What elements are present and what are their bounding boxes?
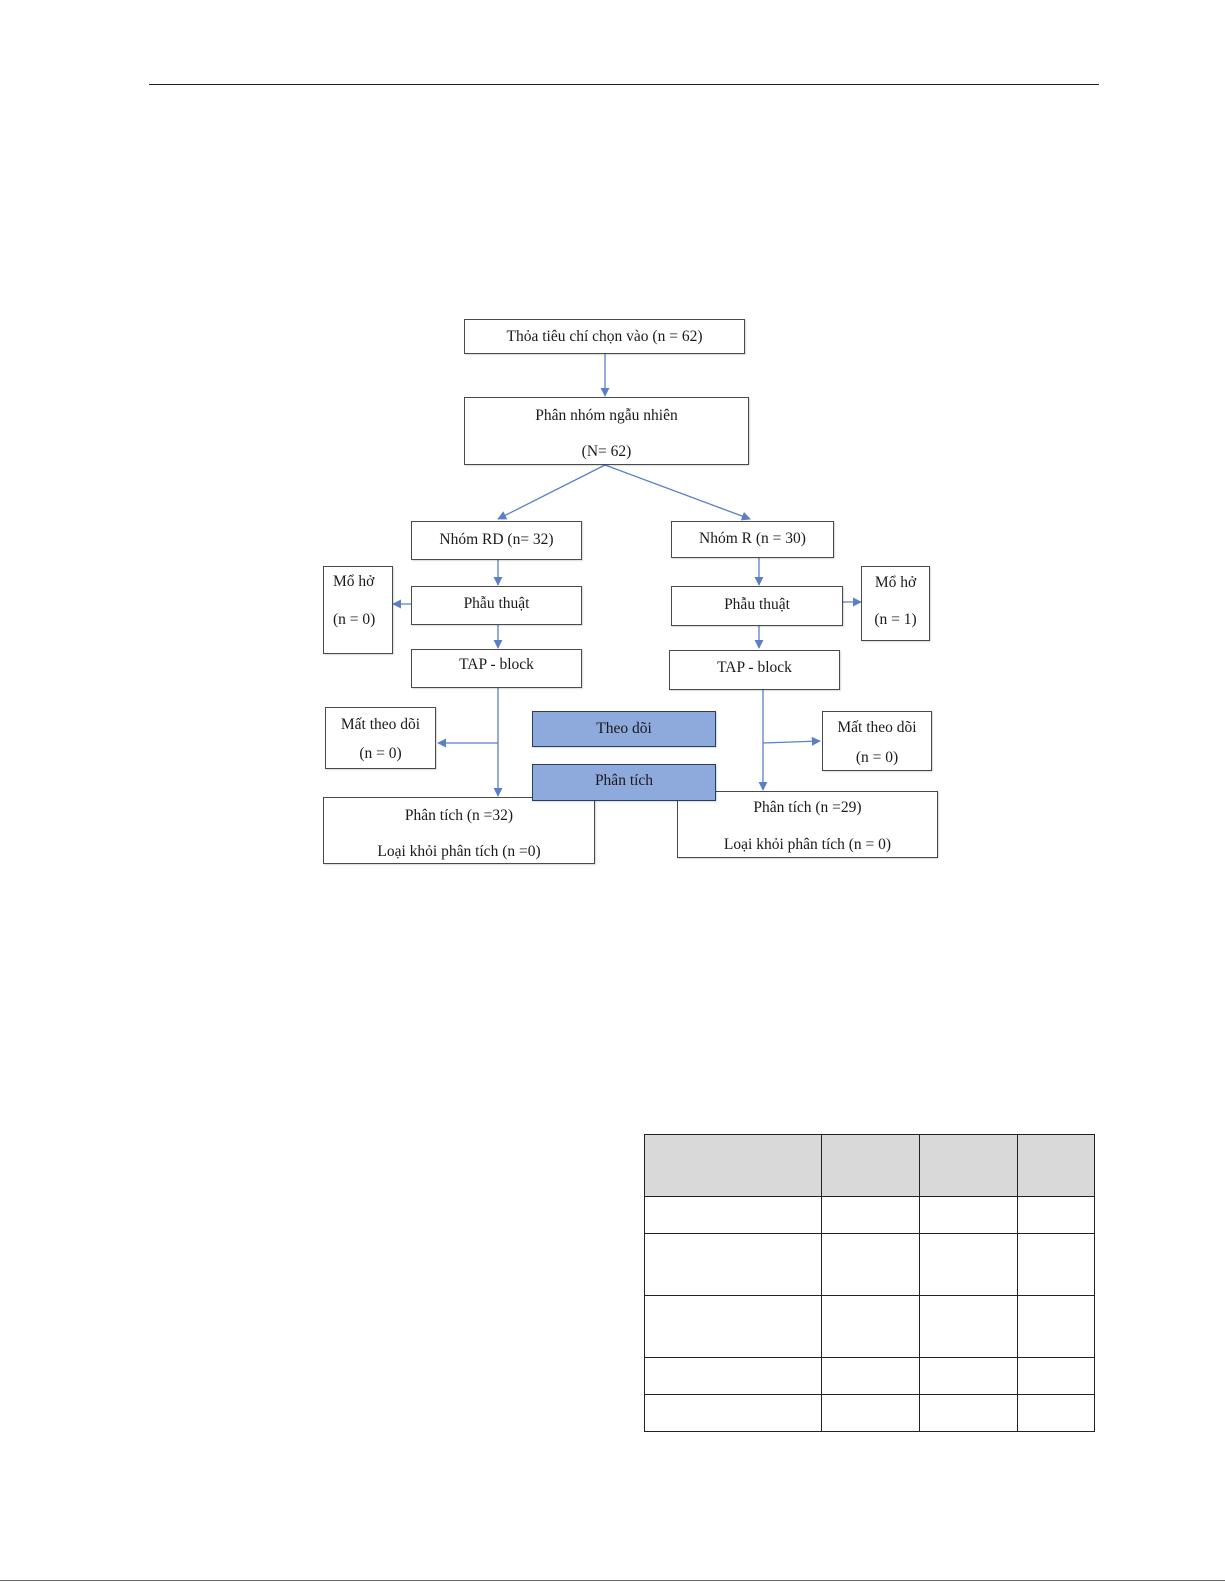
table-row xyxy=(644,1295,1095,1358)
table-cell xyxy=(919,1196,1018,1234)
left-open-surgery-box: Mổ hở (n = 0) xyxy=(323,566,393,654)
table-header-row xyxy=(644,1134,1095,1197)
footer-rule xyxy=(0,1580,1225,1581)
right-analysis-excluded: Loại khỏi phân tích (n = 0) xyxy=(723,836,892,853)
header-rule xyxy=(149,84,1099,85)
left-surgery-box: Phẫu thuật xyxy=(411,586,582,625)
left-tap-block-label: TAP - block xyxy=(459,656,534,673)
randomization-box: Phân nhóm ngẫu nhiên (N= 62) xyxy=(464,397,749,465)
table-cell xyxy=(821,1196,920,1234)
table-cell xyxy=(1017,1295,1095,1358)
table-cell xyxy=(919,1295,1018,1358)
table-cell xyxy=(1017,1196,1095,1234)
table-cell xyxy=(644,1394,822,1432)
table-row xyxy=(644,1196,1095,1234)
table-cell xyxy=(821,1295,920,1358)
right-tap-block-label: TAP - block xyxy=(717,659,792,676)
right-lost-followup-count: (n = 0) xyxy=(855,749,899,766)
table-header-cell xyxy=(644,1134,822,1197)
right-lost-followup-label: Mất theo dõi xyxy=(837,719,917,736)
left-lost-followup-count: (n = 0) xyxy=(359,745,402,762)
right-tap-block-box: TAP - block xyxy=(669,650,840,690)
left-analysis-excluded: Loại khỏi phân tích (n =0) xyxy=(377,843,541,860)
table-cell xyxy=(644,1196,822,1234)
right-open-surgery-box: Mổ hở (n = 1) xyxy=(861,566,930,641)
table-cell xyxy=(644,1357,822,1395)
left-lost-followup-label: Mất theo dõi xyxy=(340,716,421,733)
right-lost-followup-box: Mất theo dõi (n = 0) xyxy=(822,711,932,771)
left-analysis-label: Phân tích (n =32) xyxy=(404,807,514,824)
arrow-randomization-to-left-group xyxy=(497,464,606,520)
table-cell xyxy=(1017,1357,1095,1395)
randomization-label: Phân nhóm ngẫu nhiên xyxy=(535,407,678,424)
left-analysis-box: Phân tích (n =32) Loại khỏi phân tích (n… xyxy=(323,797,595,864)
table-header-cell xyxy=(919,1134,1018,1197)
table-header-cell xyxy=(821,1134,920,1197)
arrow-randomization-to-right-group xyxy=(604,464,751,521)
left-group-box: Nhóm RD (n= 32) xyxy=(411,521,582,560)
right-analysis-label: Phân tích (n =29) xyxy=(753,799,862,816)
enrolled-box: Thỏa tiêu chí chọn vào (n = 62) xyxy=(464,319,745,354)
stage-followup-label: Theo dõi xyxy=(596,720,652,737)
right-group-label: Nhóm R (n = 30) xyxy=(699,530,806,547)
left-lost-followup-box: Mất theo dõi (n = 0) xyxy=(325,707,436,769)
table-cell xyxy=(919,1357,1018,1395)
table-row xyxy=(644,1357,1095,1395)
left-surgery-label: Phẫu thuật xyxy=(463,595,530,612)
enrolled-label: Thỏa tiêu chí chọn vào (n = 62) xyxy=(506,328,703,345)
left-open-surgery-label: Mổ hở xyxy=(333,573,375,590)
right-surgery-label: Phẫu thuật xyxy=(724,596,790,613)
left-tap-block-box: TAP - block xyxy=(411,649,582,688)
table-cell xyxy=(644,1233,822,1296)
stage-analysis-label: Phân tích xyxy=(594,772,654,789)
table-header-cell xyxy=(1017,1134,1095,1197)
right-analysis-box: Phân tích (n =29) Loại khỏi phân tích (n… xyxy=(677,791,938,858)
data-table xyxy=(644,1134,1095,1432)
right-surgery-box: Phẫu thuật xyxy=(671,586,843,626)
table-cell xyxy=(919,1233,1018,1296)
table-cell xyxy=(1017,1394,1095,1432)
table-cell xyxy=(644,1295,822,1358)
stage-analysis-box: Phân tích xyxy=(532,764,716,801)
left-group-label: Nhóm RD (n= 32) xyxy=(439,531,554,548)
table-cell xyxy=(821,1394,920,1432)
left-open-surgery-count: (n = 0) xyxy=(333,611,376,628)
randomization-count: (N= 62) xyxy=(581,443,632,460)
table-cell xyxy=(821,1233,920,1296)
table-cell xyxy=(821,1357,920,1395)
table-row xyxy=(644,1233,1095,1296)
table-cell xyxy=(919,1394,1018,1432)
right-group-box: Nhóm R (n = 30) xyxy=(671,521,834,558)
stage-followup-box: Theo dõi xyxy=(532,711,716,747)
right-open-surgery-label: Mổ hở xyxy=(874,574,917,591)
table-row xyxy=(644,1394,1095,1432)
table-cell xyxy=(1017,1233,1095,1296)
right-open-surgery-count: (n = 1) xyxy=(874,611,917,628)
arrow-right-to-lost xyxy=(762,736,821,746)
